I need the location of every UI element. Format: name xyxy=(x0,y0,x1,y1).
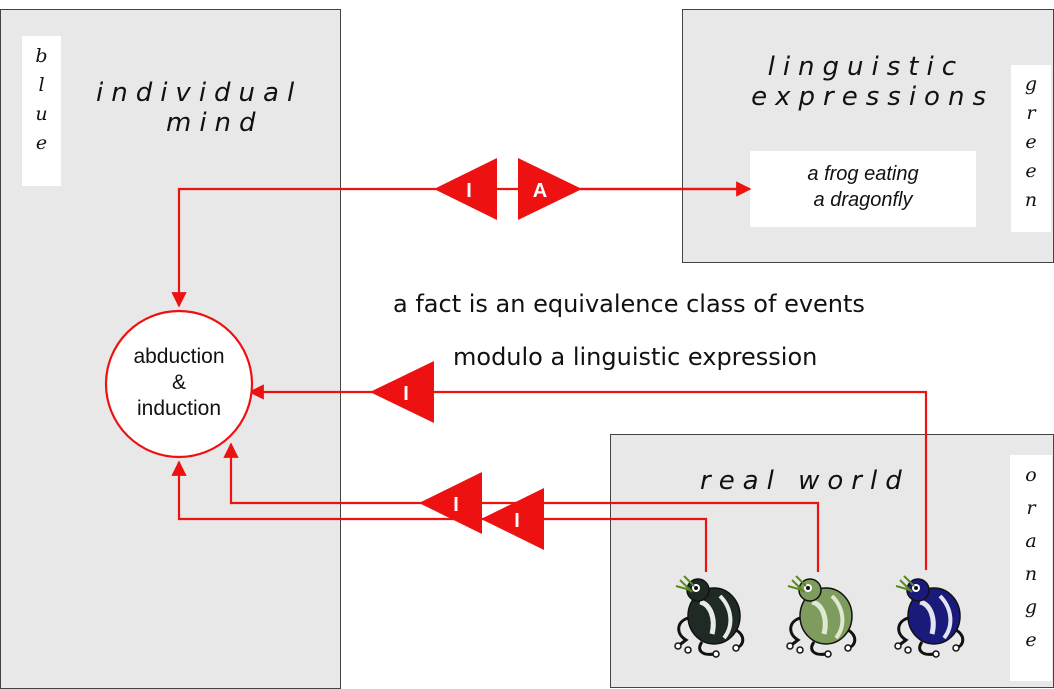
node-label-line2: & xyxy=(171,371,186,394)
orange-letter: n xyxy=(1024,563,1038,585)
individual-mind-title: individual mind xyxy=(96,78,302,138)
interpret-marker-top: I xyxy=(434,158,497,220)
frog-blue-icon xyxy=(894,575,965,658)
expression-line1: a frog eating xyxy=(807,163,919,185)
interpret-marker-lower-a: I xyxy=(419,472,482,534)
blue-frog-connector xyxy=(248,384,928,570)
dark-frog-connector xyxy=(171,460,708,572)
blue-letter: b xyxy=(35,45,48,67)
caption-modulo-expression: modulo a linguistic expression xyxy=(453,343,818,371)
interpret-marker-top-label: I xyxy=(466,180,472,202)
orange-letter: r xyxy=(1026,497,1036,519)
articulate-marker-label: A xyxy=(533,180,547,202)
green-letter: e xyxy=(1025,131,1037,153)
linguistic-expressions-title: linguistic expressions xyxy=(694,52,994,112)
frog-layer xyxy=(674,575,965,658)
abduction-induction-label: abduction & induction xyxy=(114,344,244,422)
green-letter: g xyxy=(1024,73,1038,95)
interpret-marker-lower-b: I xyxy=(481,488,544,550)
blue-letter: u xyxy=(35,103,48,125)
interpret-marker-lower-a-label: I xyxy=(453,494,459,516)
orange-letter: e xyxy=(1025,629,1037,651)
blue-letter: l xyxy=(38,74,45,96)
green-letter: r xyxy=(1026,102,1036,124)
green-letter: n xyxy=(1024,189,1038,211)
orange-letter: o xyxy=(1025,464,1037,486)
linguistic-expressions-title-line1: linguistic xyxy=(767,52,964,82)
expression-connector xyxy=(171,187,744,308)
node-label-line1: abduction xyxy=(133,345,225,368)
orange-letter: g xyxy=(1024,596,1038,618)
interpret-marker-middle-label: I xyxy=(403,383,409,405)
orange-letter: a xyxy=(1025,530,1037,552)
green-letter: e xyxy=(1025,160,1037,182)
linguistic-expressions-title-line2: expressions xyxy=(751,82,994,112)
interpret-marker-lower-b-label: I xyxy=(514,510,520,532)
frog-dark-icon xyxy=(674,575,745,658)
caption-fact-definition: a fact is an equivalence class of events xyxy=(393,290,865,318)
individual-mind-title-line1: individual xyxy=(96,78,303,108)
node-label-line3: induction xyxy=(136,397,222,420)
linguistic-expression-box: a frog eating a dragonfly xyxy=(750,151,976,227)
abduction-induction-node xyxy=(104,309,254,459)
articulate-marker: A xyxy=(518,158,582,220)
expression-line2: a dragonfly xyxy=(813,189,913,211)
individual-mind-title-line2: mind xyxy=(166,108,264,138)
frog-green-icon xyxy=(786,575,857,658)
real-world-title: real world xyxy=(700,466,910,496)
blue-letter: e xyxy=(35,132,48,154)
interpret-marker-middle: I xyxy=(370,361,434,423)
